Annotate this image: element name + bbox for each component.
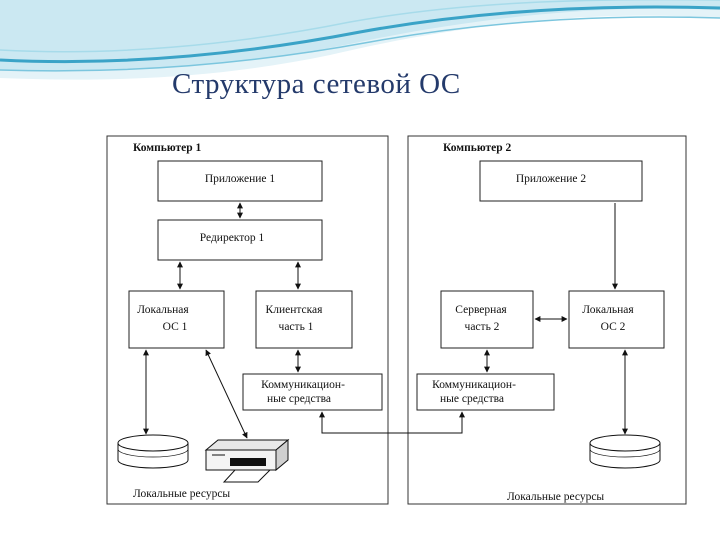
local-resources1-label: Локальные ресурсы [133,488,230,500]
server-part2-box [440,290,534,349]
application2-label: Приложение 2 [516,173,587,185]
redirector1-box [157,219,323,261]
client-part1-label-line1: Клиентская [266,304,324,316]
computer1-title: Компьютер 1 [133,142,201,154]
local-os2-label-line2: ОС 2 [601,321,626,333]
disk-icon [117,434,189,469]
header-wave-banner [0,0,720,80]
server-part2-label-line1: Серверная [455,304,507,316]
connector-comm1-comm2 [319,411,465,434]
computer2-title: Компьютер 2 [443,142,511,154]
application2-box [479,160,643,202]
local-os1-box [128,290,225,349]
client-part1-box [255,290,353,349]
disk-icon [589,434,661,469]
printer-icon [204,438,290,483]
comm-means2-box [416,373,555,411]
slide-title: Структура сетевой ОС [172,68,461,100]
connector-localos1-printer [205,349,248,439]
local-os1-label-line1: Локальная [137,304,189,316]
comm-means2-label-line1: Коммуникацион- [432,379,516,391]
application1-box [157,160,323,202]
comm-means1-label-line2: ные средства [267,393,331,405]
local-resources2-label: Локальные ресурсы [507,491,604,503]
comm-means1-label-line1: Коммуникацион- [261,379,345,391]
local-os2-box [568,290,665,349]
client-part1-label-line2: часть 1 [279,321,314,333]
server-part2-label-line2: часть 2 [465,321,500,333]
application1-label: Приложение 1 [205,173,276,185]
comm-means2-label-line2: ные средства [440,393,504,405]
local-os2-label-line1: Локальная [582,304,634,316]
redirector1-label: Редиректор 1 [200,232,265,244]
local-os1-label-line2: ОС 1 [163,321,188,333]
